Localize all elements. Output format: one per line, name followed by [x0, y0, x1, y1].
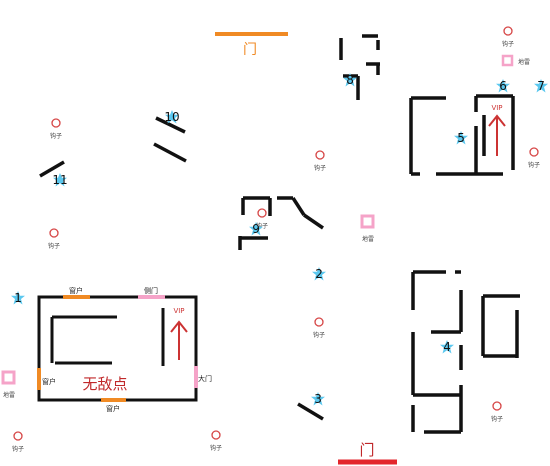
hook-5: 钩子 [314, 150, 326, 172]
trap-top-right: 地雷 [501, 54, 530, 67]
window-bottom-label: 窗户 [106, 404, 120, 413]
building-8-walls [339, 34, 380, 100]
hook-3: 钩子 [12, 431, 24, 453]
hook-6-label: 钩子 [256, 222, 268, 230]
hook-2: 钩子 [48, 228, 60, 250]
hook-10: 钩子 [491, 401, 503, 423]
main-door-label: 大门 [198, 374, 212, 383]
building-9-walls [238, 196, 324, 250]
trap-left: 地雷 [1, 370, 16, 399]
marker-10: 10 [164, 110, 180, 124]
hook-4-label: 钩子 [210, 444, 222, 452]
trap-center: 地雷 [360, 214, 375, 243]
marker-9-number: 9 [252, 222, 260, 236]
building-4-walls [411, 270, 520, 434]
marker-11: 11 [52, 173, 68, 187]
marker-8-number: 8 [346, 73, 354, 87]
hook-1-label: 钩子 [50, 132, 62, 140]
hook-4: 钩子 [210, 430, 222, 452]
marker-7: 7 [534, 79, 548, 93]
marker-9: 9 [249, 222, 263, 236]
marker-5-number: 5 [457, 131, 465, 145]
vip-label-left: VIP [173, 307, 184, 315]
vip-arrowhead-top-right [488, 114, 506, 127]
window-left-label: 窗户 [42, 377, 56, 386]
hook-3-label: 钩子 [12, 445, 24, 453]
marker-6: 6 [496, 79, 510, 93]
marker-2: 2 [312, 267, 326, 281]
window-top-label: 窗户 [69, 286, 83, 295]
trap-left-label: 地雷 [3, 391, 15, 399]
marker-3-number: 3 [314, 392, 322, 406]
marker-4-number: 4 [443, 340, 451, 354]
marker-1: 1 [11, 291, 25, 305]
side-door-label: 侧门 [144, 286, 158, 295]
marker-8: 8 [343, 73, 357, 87]
hook-8: 钩子 [502, 26, 514, 48]
marker-10-number: 10 [164, 110, 179, 124]
vip-arrowhead-left [170, 320, 188, 333]
door-top-label: 门 [243, 42, 257, 58]
trap-top-right-label: 地雷 [518, 58, 530, 66]
marker-6-number: 6 [499, 79, 507, 93]
marker-5: 5 [454, 131, 468, 145]
marker-2-number: 2 [315, 267, 323, 281]
marker-3: 3 [311, 392, 325, 406]
vip-label-top-right: VIP [491, 104, 502, 112]
door-bottom-label: 门 [359, 441, 374, 459]
wall-segments-left [39, 116, 324, 421]
hook-6: 钩子 [256, 208, 268, 230]
hook-9-label: 钩子 [528, 161, 540, 169]
marker-11-number: 11 [52, 173, 67, 187]
trap-center-label: 地雷 [362, 235, 374, 243]
marker-7-number: 7 [537, 79, 545, 93]
safe-zone-label: 无敌点 [82, 375, 127, 393]
marker-4: 4 [440, 340, 454, 354]
hook-8-label: 钩子 [502, 40, 514, 48]
hook-7: 钩子 [313, 317, 325, 339]
hook-2-label: 钩子 [48, 242, 60, 250]
hook-1: 钩子 [50, 118, 62, 140]
marker-1-number: 1 [14, 291, 22, 305]
hook-9: 钩子 [528, 147, 540, 169]
hook-10-label: 钩子 [491, 415, 503, 423]
hook-5-label: 钩子 [314, 164, 326, 172]
hook-7-label: 钩子 [313, 331, 325, 339]
safe-zone-building [37, 295, 198, 402]
building-5-walls [409, 94, 515, 176]
